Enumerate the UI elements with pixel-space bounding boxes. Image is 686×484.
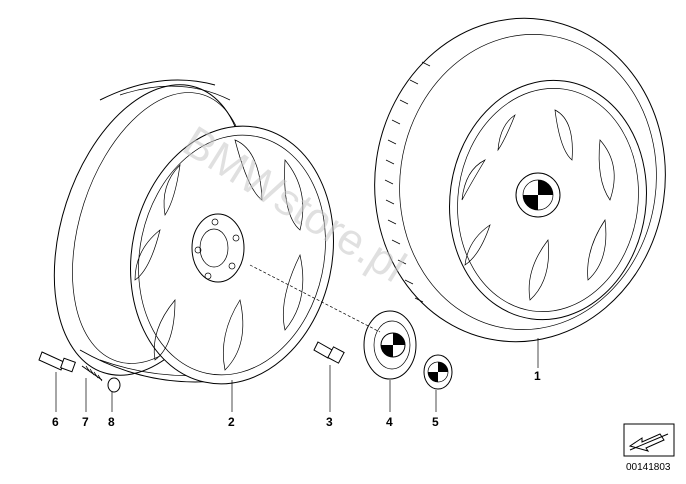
diagram-code: 00141803 xyxy=(626,462,671,473)
valve-core-part-7[interactable] xyxy=(81,365,103,382)
callout-2: 2 xyxy=(228,415,235,429)
callout-5: 5 xyxy=(432,415,439,429)
callout-8: 8 xyxy=(108,415,115,429)
wheel-with-tire-part-1[interactable] xyxy=(354,0,686,361)
callout-1: 1 xyxy=(534,369,541,383)
callout-7: 7 xyxy=(82,415,89,429)
callout-4: 4 xyxy=(386,415,393,429)
hub-cap-part-4[interactable] xyxy=(363,310,417,380)
callout-6: 6 xyxy=(52,415,59,429)
leader-lines xyxy=(55,264,539,412)
callout-3: 3 xyxy=(326,415,333,429)
valve-cap-part-8[interactable] xyxy=(107,377,121,393)
diagram-nav-box[interactable] xyxy=(623,423,675,457)
wheel-bolt-part-3[interactable] xyxy=(313,341,345,364)
emblem-part-5[interactable] xyxy=(423,354,453,390)
valve-part-6[interactable] xyxy=(38,351,76,373)
rim-part-2[interactable] xyxy=(20,60,357,403)
